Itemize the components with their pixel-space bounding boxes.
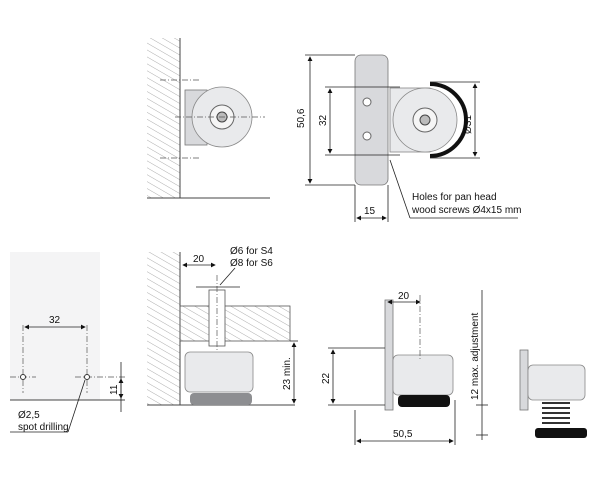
offset-label: 20 xyxy=(398,291,410,302)
drill-label-line2: spot drilling xyxy=(18,422,69,433)
drill-label-line1: Ø2,5 xyxy=(18,410,40,421)
edge-distance-label: 11 xyxy=(109,384,120,395)
wall-section xyxy=(147,252,180,405)
height-label: 22 xyxy=(321,372,332,384)
view-drilling-pattern: 32 11 Ø2,5 spot drilling xyxy=(10,252,125,433)
diameter-label: Ø31 xyxy=(463,115,474,134)
hole-spacing-label: 32 xyxy=(49,315,61,326)
hole-spacing-label: 32 xyxy=(318,114,329,126)
shelf-section xyxy=(179,305,291,342)
height-dimension-label: 50,6 xyxy=(296,108,307,128)
connector-rim xyxy=(429,82,468,158)
plate-width-label: 15 xyxy=(364,206,376,217)
connector-body-extended xyxy=(527,364,586,401)
hole-label-line1: Ø6 for S4 xyxy=(230,246,273,257)
bracket xyxy=(384,299,394,411)
adjustment-spring xyxy=(542,402,570,424)
drill-hole xyxy=(84,374,90,380)
hole-label-line2: Ø8 for S6 xyxy=(230,258,273,269)
drill-hole xyxy=(20,374,26,380)
wall-section xyxy=(147,38,180,198)
connector-body xyxy=(392,354,454,396)
adjustment-label: 12 max. adjustment xyxy=(470,313,481,400)
min-height-label: 23 min. xyxy=(282,357,293,390)
bracket-extended xyxy=(519,349,529,411)
foot-extended xyxy=(535,428,587,438)
width-label: 50,5 xyxy=(393,429,413,440)
screw-note-line2: wood screws Ø4x15 mm xyxy=(411,205,521,216)
offset-label: 20 xyxy=(193,254,205,265)
view-shelf-section: 20 Ø6 for S4 Ø8 for S6 23 min. xyxy=(147,246,298,406)
foot xyxy=(398,395,450,407)
view-adjustment: 20 22 50,5 12 max. adjustment xyxy=(321,290,587,445)
view-front-dimensions: 50,6 32 Ø31 15 Holes for pan head wood s… xyxy=(296,54,521,222)
mounting-plate xyxy=(354,54,389,186)
foot xyxy=(190,393,252,405)
screw-note-line1: Holes for pan head xyxy=(412,192,497,203)
connector-body xyxy=(184,351,254,393)
view-side-mounting xyxy=(147,38,270,199)
